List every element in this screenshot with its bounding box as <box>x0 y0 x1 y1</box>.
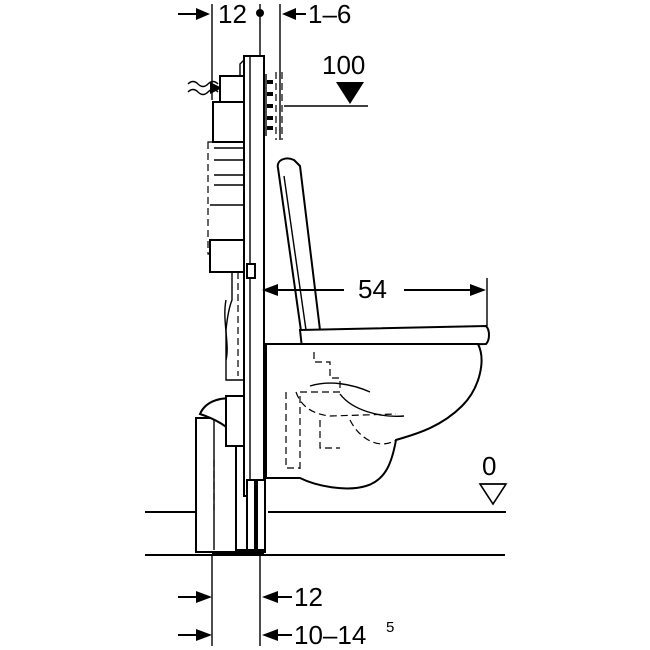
flush-height-marker: 100 <box>284 50 368 107</box>
drain-bend <box>195 395 245 553</box>
top-dimension-wall-gap: 1–6 <box>279 0 351 140</box>
dim-projection: 54 <box>358 274 387 304</box>
top-dimension-frame-depth: 12 <box>178 0 264 100</box>
bottom-dimension-frame: 12 <box>178 582 323 612</box>
bottom-dimension-floor-build-up: 10–14 5 <box>178 619 394 650</box>
supply-wave-icon <box>187 80 219 88</box>
level-triangle-icon <box>478 483 508 506</box>
arrow-right-icon <box>196 629 212 641</box>
actuator-plate <box>265 72 283 140</box>
dim-wall-gap: 1–6 <box>308 0 351 29</box>
projection-dimension: 54 <box>262 274 488 326</box>
arrow-right-icon <box>470 284 486 296</box>
supply-arrow-icon <box>210 82 222 94</box>
level-triangle-icon <box>336 82 364 104</box>
arrow-left-icon <box>262 284 278 296</box>
dim-floor-build-up: 10–14 <box>294 620 366 650</box>
arrow-left-icon <box>262 591 278 603</box>
dim-frame-depth: 12 <box>218 0 247 29</box>
arrow-right-icon <box>196 8 210 20</box>
dim-floor-build-up-superscript: 5 <box>386 619 394 636</box>
arrow-left-icon <box>282 8 296 20</box>
arrow-right-icon <box>196 591 212 603</box>
toilet-lid <box>276 157 322 340</box>
concealed-cistern <box>187 75 249 381</box>
toilet-bowl <box>265 343 483 490</box>
toilet-seat <box>298 324 490 350</box>
bottom-extension-lines <box>211 556 261 646</box>
dim-bottom-frame: 12 <box>294 582 323 612</box>
floor-lines <box>145 511 506 556</box>
dim-floor-level: 0 <box>482 451 496 481</box>
floor-level-marker: 0 <box>478 451 508 506</box>
dim-flush-height: 100 <box>322 50 365 80</box>
mounting-frame <box>212 55 283 554</box>
wall-hung-toilet <box>265 157 490 490</box>
arrow-left-icon <box>262 629 278 641</box>
reference-dot-icon <box>256 9 264 17</box>
